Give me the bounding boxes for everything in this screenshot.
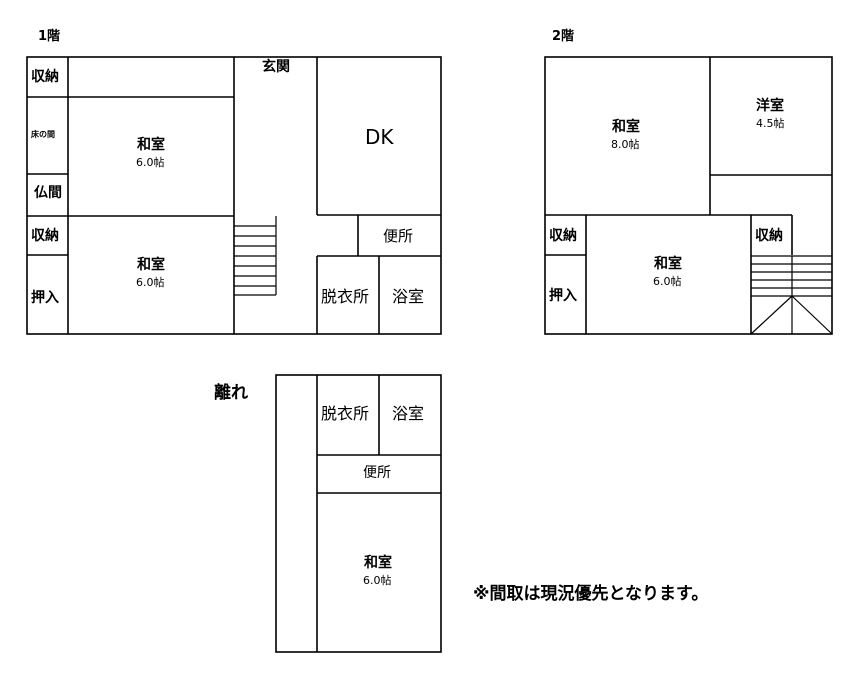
floor1-tokonoma-label: 床の間 <box>31 130 55 139</box>
floor1-storage-mid-label: 収納 <box>31 228 59 244</box>
floor1-butsuma-label: 仏間 <box>34 185 62 201</box>
floor1-washitsu-upper-label: 和室 <box>137 137 165 153</box>
floor2-youshitsu-label: 洋室 <box>756 98 784 114</box>
floor1-oshiire-label: 押入 <box>31 290 59 306</box>
floor2-washitsu-6-size: 6.0帖 <box>653 275 682 288</box>
floor2-washitsu-8-label: 和室 <box>612 119 640 135</box>
annex-walls <box>275 374 442 653</box>
floor1-genkan-label: 玄関 <box>262 59 290 75</box>
floor1-washitsu-lower-label: 和室 <box>137 257 165 273</box>
floor1-bath-label: 浴室 <box>392 287 425 306</box>
floor2-storage-right-label: 収納 <box>755 228 783 244</box>
annex-washitsu-size: 6.0帖 <box>363 574 392 587</box>
floor2-washitsu-8-size: 8.0帖 <box>611 138 640 151</box>
annex-title: 離れ <box>214 383 248 403</box>
floor1-stairs <box>234 216 277 296</box>
floor1-title: 1階 <box>38 29 61 44</box>
floor1-storage-top-label: 収納 <box>31 69 59 85</box>
annex-bath-label: 浴室 <box>392 404 425 423</box>
floor1-walls <box>26 56 442 335</box>
floor1-toilet-label: 便所 <box>383 227 414 245</box>
floor1-washitsu-lower-size: 6.0帖 <box>136 276 165 289</box>
layout-note: ※間取は現況優先となります。 <box>473 584 709 604</box>
annex-toilet-label: 便所 <box>363 465 391 481</box>
floor2-storage-left-label: 収納 <box>549 228 577 244</box>
floor2-walls <box>544 56 833 335</box>
floor1-dk-label: DK <box>365 125 394 149</box>
annex-dressing-label: 脱衣所 <box>321 404 370 423</box>
floor2-washitsu-6-label: 和室 <box>654 256 682 272</box>
floor2-stairs <box>750 255 833 335</box>
floor2-youshitsu-size: 4.5帖 <box>756 117 785 130</box>
floor2-title: 2階 <box>552 29 575 44</box>
floor1-dressing-label: 脱衣所 <box>321 287 370 306</box>
annex-washitsu-label: 和室 <box>364 555 392 571</box>
floor2-oshiire-label: 押入 <box>549 288 577 304</box>
floor1-washitsu-upper-size: 6.0帖 <box>136 156 165 169</box>
